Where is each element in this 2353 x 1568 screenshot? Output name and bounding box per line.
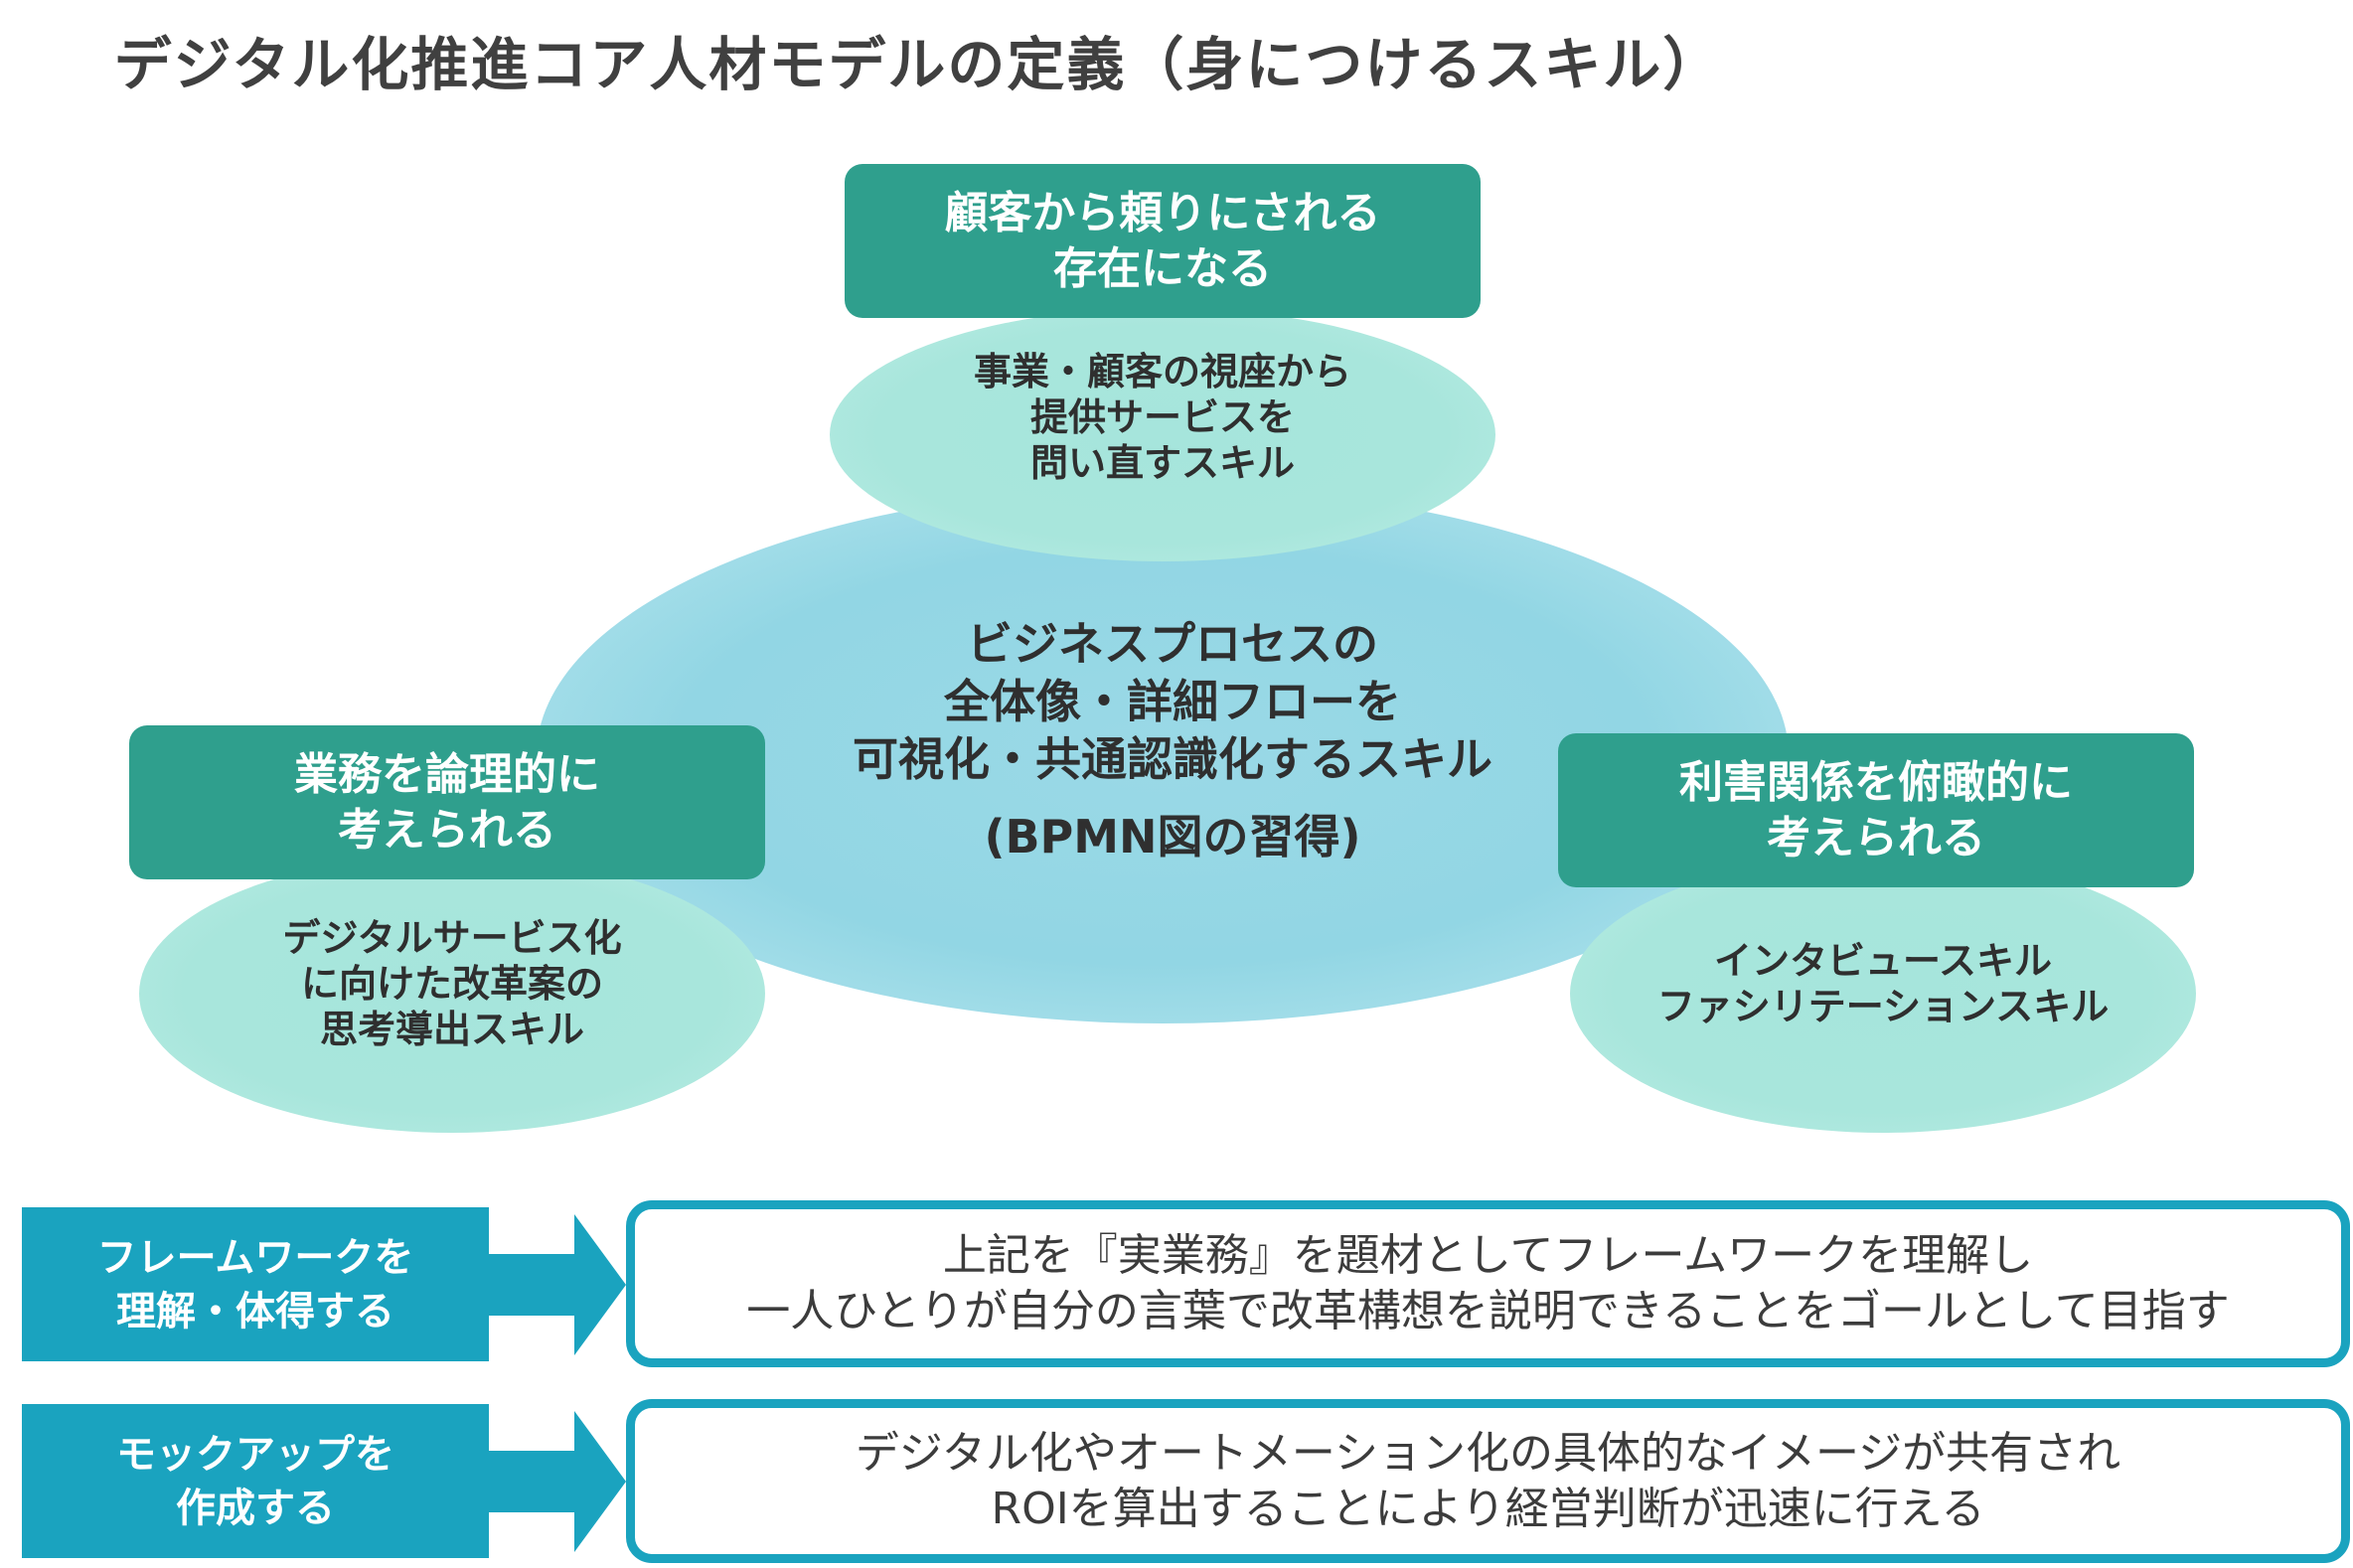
top-skill-line-1: 事業・顧客の視座から — [973, 350, 1351, 393]
right-heading-line-2: 考えられる — [1767, 812, 1985, 863]
row-1-label-line-1: フレームワークを — [96, 1234, 414, 1281]
right-heading-line-1: 利害関係を俯瞰的に — [1679, 756, 2073, 808]
row-1-label-box: フレームワークを 理解・体得する — [22, 1207, 489, 1361]
row-1-arrow-icon — [574, 1214, 626, 1355]
left-skill-line-3: 思考導出スキル — [319, 1008, 584, 1051]
top-skill-text: 事業・顧客の視座から 提供サービスを 問い直すスキル — [830, 333, 1495, 502]
row-2-desc-line-2: ROIを算出することにより経営判断が迅速に行える — [991, 1483, 1985, 1534]
top-heading-line-1: 顧客から頼りにされる — [944, 187, 1381, 238]
center-line-1: ビジネスプロセスの — [967, 617, 1378, 671]
row-2-arrow-shaft — [489, 1451, 578, 1512]
row-2-label-box: モックアップを 作成する — [22, 1404, 489, 1558]
row-2-arrow-icon — [574, 1411, 626, 1552]
top-heading-box: 顧客から頼りにされる 存在になる — [845, 164, 1481, 318]
right-skill-line-2: ファシリテーションスキル — [1656, 985, 2110, 1028]
page-title: デジタル化推進コア人材モデルの定義（身につけるスキル） — [0, 20, 2353, 99]
row-1-description-box: 上記を『実業務』を題材としてフレームワークを理解し 一人ひとりが自分の言葉で改革… — [626, 1200, 2350, 1367]
left-skill-ellipse — [139, 855, 765, 1133]
row-1-arrow-shaft — [489, 1254, 578, 1316]
left-skill-line-2: に向けた改革案の — [300, 962, 603, 1006]
row-2-label-line-2: 作成する — [176, 1485, 335, 1531]
row-1-desc-line-2: 一人ひとりが自分の言葉で改革構想を説明できることをゴールとして目指す — [746, 1286, 2230, 1336]
top-skill-line-2: 提供サービスを — [1029, 395, 1295, 439]
row-2-desc-line-1: デジタル化やオートメーション化の具体的なイメージが共有され — [855, 1427, 2121, 1479]
row-1-desc-line-1: 上記を『実業務』を題材としてフレームワークを理解し — [942, 1230, 2034, 1281]
left-skill-text: デジタルサービス化 に向けた改革案の 思考導出スキル — [139, 909, 765, 1058]
center-skill-text: ビジネスプロセスの 全体像・詳細フローを 可視化・共通認識化するスキル (BPM… — [735, 606, 1610, 874]
center-line-2: 全体像・詳細フローを — [944, 675, 1401, 728]
right-skill-text: インタビュースキル ファシリテーションスキル — [1570, 924, 2196, 1043]
left-heading-line-1: 業務を論理的に — [294, 748, 600, 800]
center-subtitle: (BPMN図の習得) — [984, 810, 1361, 863]
center-line-3: 可視化・共通認識化するスキル — [853, 732, 1492, 786]
row-1-label-line-2: 理解・体得する — [116, 1288, 394, 1334]
row-2-description-box: デジタル化やオートメーション化の具体的なイメージが共有され ROIを算出すること… — [626, 1399, 2350, 1563]
top-heading-line-2: 存在になる — [1053, 242, 1272, 294]
left-heading-line-2: 考えられる — [338, 804, 556, 856]
right-skill-line-1: インタビュースキル — [1713, 939, 2053, 983]
left-heading-box: 業務を論理的に 考えられる — [129, 725, 765, 879]
page-title-text: デジタル化推進コア人材モデルの定義（身につけるスキル） — [113, 31, 1723, 98]
left-skill-line-1: デジタルサービス化 — [282, 916, 622, 960]
right-skill-ellipse — [1570, 855, 2196, 1133]
right-heading-box: 利害関係を俯瞰的に 考えられる — [1558, 733, 2194, 887]
row-2-label-line-1: モックアップを — [116, 1431, 394, 1478]
top-skill-line-3: 問い直すスキル — [1029, 441, 1295, 485]
top-skill-ellipse — [830, 308, 1495, 561]
